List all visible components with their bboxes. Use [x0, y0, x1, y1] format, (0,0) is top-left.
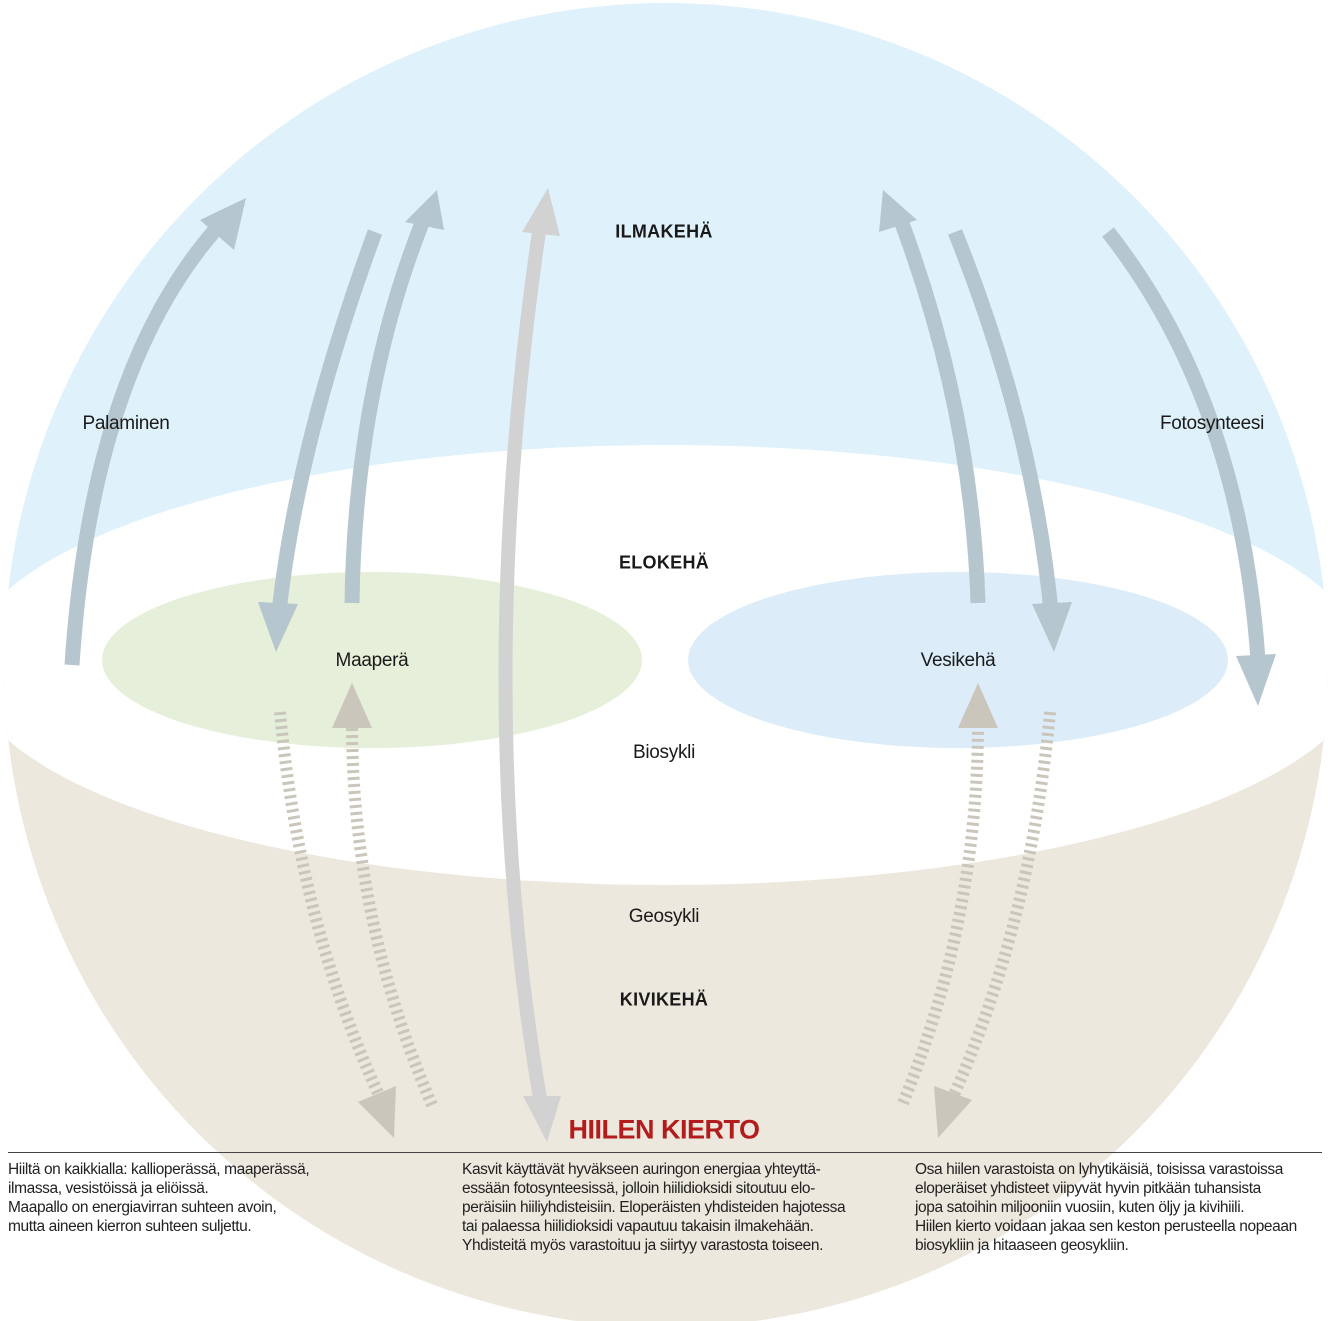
description-line: Maapallo on energiavirran suhteen avoin, — [8, 1199, 277, 1216]
photosynthesis-label: Fotosynteesi — [1159, 413, 1265, 434]
geocycle-label: Geosykli — [628, 906, 700, 927]
biosphere-region — [4, 445, 1328, 885]
water-up-arrow — [892, 215, 986, 604]
description-line: Osa hiilen varastoista on lyhytikäisiä, … — [915, 1161, 1283, 1178]
soil-up-arrow — [344, 215, 431, 604]
description-line: Hiiltä on kaikkialla: kallioperässä, maa… — [8, 1161, 310, 1178]
description-right: Osa hiilen varastoista on lyhytikäisiä, … — [915, 1160, 1325, 1255]
water-label: Vesikehä — [920, 650, 996, 671]
soil-label: Maaperä — [335, 650, 409, 671]
water-geo-up-arrowhead — [958, 683, 998, 728]
soil-geo-up-arrowhead — [332, 683, 372, 728]
long-arrow-top-head — [522, 188, 560, 236]
description-left: Hiiltä on kaikkialla: kallioperässä, maa… — [8, 1160, 428, 1236]
description-line: tai palaessa hiilidioksidi vapautuu taka… — [462, 1218, 814, 1235]
atmosphere-label: ILMAKEHÄ — [615, 221, 713, 242]
water-reservoir — [688, 572, 1228, 748]
divider — [8, 1152, 1322, 1153]
description-line: jopa satoihin miljooniin vuosiin, kuten … — [915, 1199, 1245, 1216]
photosynthesis-arrowhead — [1236, 654, 1276, 706]
water-geo-up-arrow — [897, 721, 984, 1106]
diagram-title: HIILEN KIERTO — [568, 1114, 760, 1145]
description-line: peräisiin hiiliyhdisteisiin. Eloperäiste… — [462, 1199, 846, 1216]
description-line: mutta aineen kierron suhteen suljettu. — [8, 1218, 252, 1235]
soil-down-arrowhead — [258, 602, 298, 652]
lithosphere-label: KIVIKEHÄ — [619, 989, 709, 1010]
description-line: ilmassa, vesistöissä ja eliöissä. — [8, 1180, 209, 1197]
burning-arrow — [64, 212, 232, 666]
burning-label: Palaminen — [82, 413, 170, 434]
soil-up-arrowhead — [405, 190, 444, 230]
water-geo-down-arrow — [942, 711, 1056, 1111]
burning-arrowhead — [200, 198, 246, 250]
biosphere-label: ELOKEHÄ — [618, 552, 710, 573]
description-line: eloperäiset yhdisteet viipyvät hyvin pit… — [915, 1180, 1261, 1197]
water-up-arrowhead — [879, 190, 917, 232]
water-geo-down-arrowhead — [934, 1086, 972, 1138]
description-line: biosykliin ja hitaaseen geosykliin. — [915, 1237, 1129, 1254]
description-line: Kasvit käyttävät hyväkseen auringon ener… — [462, 1161, 821, 1178]
description-line: essään fotosynteesissä, jolloin hiilidio… — [462, 1180, 815, 1197]
soil-geo-down-arrow — [274, 711, 391, 1111]
description-line: Yhdisteitä myös varastoituu ja siirtyy v… — [462, 1237, 824, 1254]
biocycle-label: Biosykli — [632, 742, 696, 763]
long-exchange-arrow — [498, 223, 549, 1112]
description-line: Hiilen kierto voidaan jakaa sen keston p… — [915, 1218, 1297, 1235]
photosynthesis-arrow — [1102, 227, 1266, 661]
soil-down-arrow — [270, 229, 383, 623]
soil-geo-up-arrow — [346, 721, 438, 1108]
water-down-arrow — [948, 229, 1060, 623]
soil-geo-down-arrowhead — [358, 1086, 396, 1138]
water-down-arrowhead — [1032, 602, 1072, 652]
description-middle: Kasvit käyttävät hyväkseen auringon ener… — [462, 1160, 892, 1255]
long-arrow-bottom-head — [523, 1096, 561, 1142]
